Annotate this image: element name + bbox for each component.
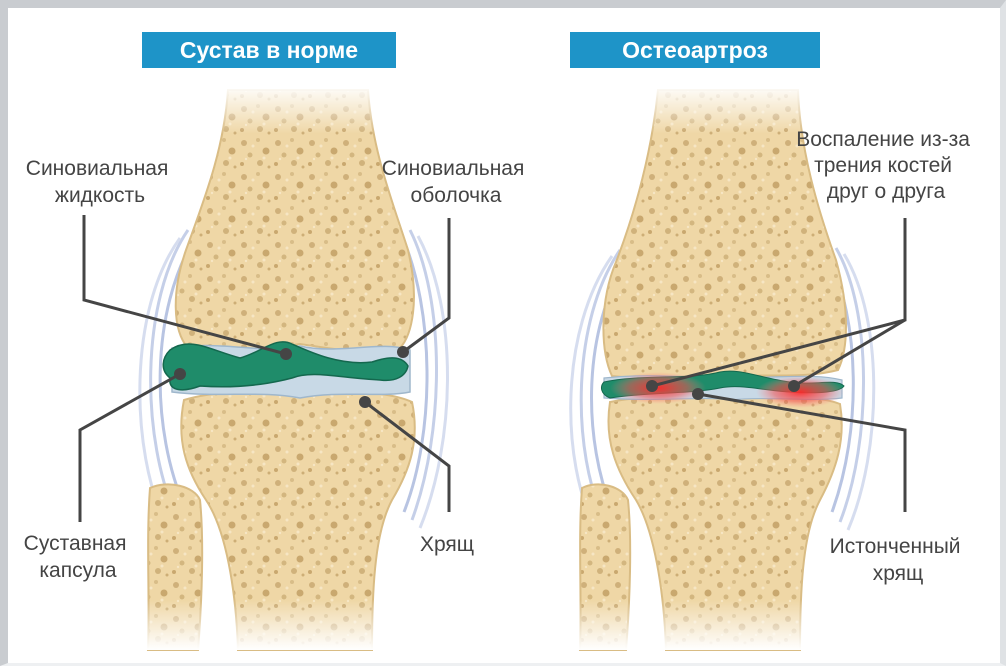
inflammation-leader-left-dot [646, 380, 658, 392]
inflammation-label: Воспаление из-за трения костей друг о др… [796, 128, 976, 203]
synovial-membrane-leader-dot [397, 346, 409, 358]
right-title: Остеоартроз [622, 37, 768, 63]
thinned-cartilage-label: Истонченный хрящ [830, 535, 967, 585]
left-title: Сустав в норме [180, 37, 358, 63]
joint-capsule-label: Суставная капсула [24, 532, 133, 582]
cartilage-leader-dot [359, 396, 371, 408]
inflammation-leader-right-dot [788, 380, 800, 392]
cartilage-label: Хрящ [420, 533, 474, 556]
thinned-cartilage-leader-dot [692, 388, 704, 400]
synovial-membrane-label: Синовиальная оболочка [382, 157, 530, 207]
joint-capsule-leader-dot [174, 368, 186, 380]
synovial-fluid-label: Синовиальная жидкость [26, 157, 174, 207]
synovial-fluid-leader-dot [280, 348, 292, 360]
